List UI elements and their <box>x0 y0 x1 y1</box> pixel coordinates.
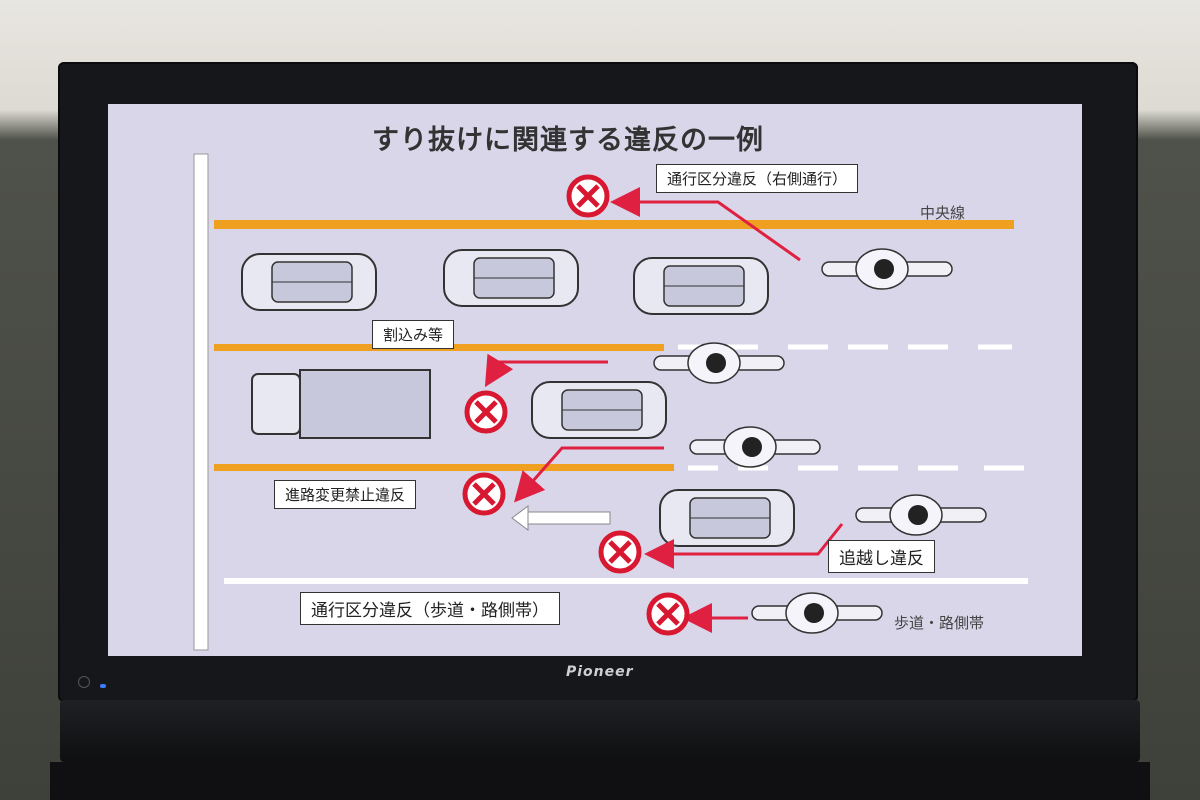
car <box>633 257 769 315</box>
sidewalk-line <box>224 578 1028 584</box>
car <box>531 381 667 439</box>
white-arrow-icon <box>511 505 611 531</box>
lane-line <box>214 464 674 471</box>
center-line <box>214 220 1014 229</box>
tv-base <box>50 762 1150 800</box>
prohibited-icon <box>649 595 687 633</box>
label-shinro: 進路変更禁止違反 <box>274 480 417 509</box>
car <box>659 489 795 547</box>
motorcycle <box>821 248 953 290</box>
tv-speaker-bar <box>60 700 1140 762</box>
label-chuuousen: 中央線 <box>920 204 966 222</box>
car <box>241 253 377 311</box>
violation-arrows <box>484 187 844 633</box>
prohibited-icon <box>467 393 505 431</box>
prohibited-icon <box>569 177 607 215</box>
label-tsuukou-hodou: 通行区分違反（歩道・路側帯） <box>300 592 560 625</box>
label-tsuukou-right: 通行区分違反（右側通行） <box>656 164 859 193</box>
car <box>443 249 579 307</box>
prohibited-icon <box>465 475 503 513</box>
motorcycle <box>751 592 883 634</box>
slide-title: すり抜けに関連する違反の一例 <box>372 125 764 156</box>
truck <box>251 369 431 439</box>
label-hodou: 歩道・路側帯 <box>894 614 985 632</box>
label-oikoshi: 追越し違反 <box>828 540 935 573</box>
motorcycle <box>689 426 821 468</box>
motorcycle <box>855 494 987 536</box>
slide-screen: すり抜けに関連する違反の一例 通行区分違反（右側通行） 中央線 割込み等 進路変… <box>108 104 1082 656</box>
road-edge <box>193 153 209 651</box>
power-button-icon[interactable] <box>78 676 90 688</box>
label-warikomi: 割込み等 <box>372 320 455 349</box>
motorcycle <box>653 342 785 384</box>
road-diagram <box>193 153 1028 651</box>
power-led-icon <box>100 684 106 688</box>
prohibited-icon <box>601 533 639 571</box>
tv-brand-logo: Pioneer <box>566 664 634 680</box>
